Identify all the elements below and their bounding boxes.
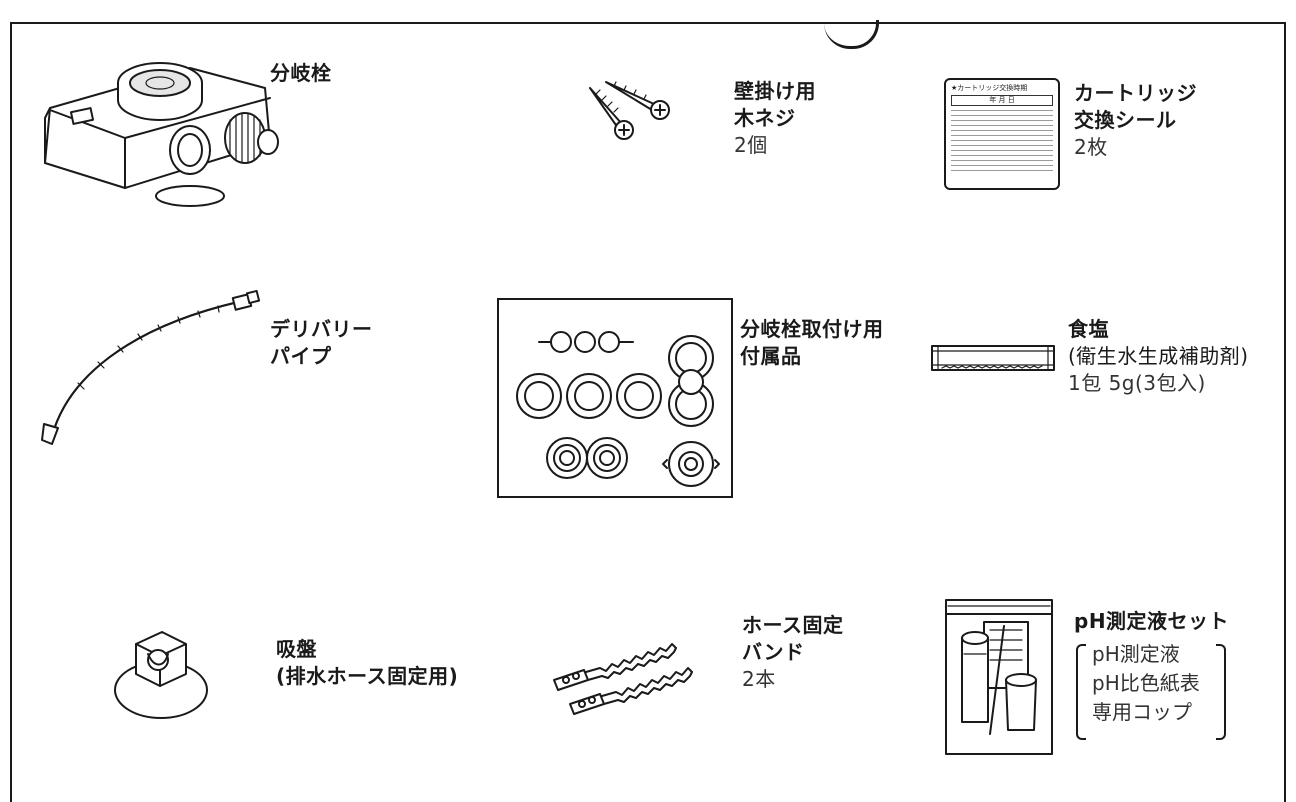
item-label-seal: カートリッジ 交換シール 2枚 (1074, 80, 1197, 161)
item-qty: 2個 (734, 133, 768, 157)
delivery-pipe-illustration (41, 289, 261, 445)
item-label-screw: 壁掛け用 木ネジ 2個 (734, 78, 816, 159)
item-name: 分岐栓 (270, 61, 332, 85)
item-label-ph: pH測定液セット (1074, 608, 1229, 635)
item-name: 壁掛け用 (734, 79, 816, 103)
item-qty: 2枚 (1074, 135, 1108, 159)
seal-line1: ★カートリッジ交換時期 (951, 84, 1028, 92)
ph-content-item: pH測定液 (1092, 642, 1180, 666)
item-sub: (排水ホース固定用) (276, 664, 459, 688)
item-sub: パイプ (270, 344, 332, 368)
mounting-parts-box (497, 298, 733, 498)
item-label-parts: 分岐栓取付け用 付属品 (740, 316, 884, 370)
item-sub: 付属品 (740, 344, 802, 368)
item-qty: 1包 5g(3包入) (1068, 371, 1206, 395)
seal-line2: 年 月 日 (951, 95, 1053, 106)
ph-bracket-right (1216, 644, 1226, 740)
item-sub: 木ネジ (734, 106, 796, 130)
wood-screws-illustration (589, 81, 670, 140)
item-label-pipe: デリバリー パイプ (270, 316, 373, 370)
item-name: 分岐栓取付け用 (740, 317, 884, 341)
ph-contents-list: pH測定液 pH比色紙表 専用コップ (1092, 640, 1200, 727)
item-label-bunki: 分岐栓 (270, 60, 332, 87)
item-sub: 交換シール (1074, 108, 1177, 132)
ph-set-illustration (945, 599, 1053, 755)
mounting-parts-drawings (516, 331, 720, 487)
item-name: デリバリー (270, 317, 373, 341)
accessories-frame (10, 20, 1286, 802)
item-label-band: ホース固定 バンド 2本 (742, 612, 844, 693)
item-name: 吸盤 (276, 637, 317, 661)
ph-content-item: pH比色紙表 (1092, 671, 1200, 695)
salt-packet-illustration (931, 345, 1055, 371)
hose-band-illustration (553, 643, 693, 715)
item-sub: (衛生水生成補助剤) (1068, 344, 1249, 368)
item-qty: 2本 (742, 667, 776, 691)
item-label-salt: 食塩 (衛生水生成補助剤) 1包 5g(3包入) (1068, 316, 1249, 397)
item-label-sucker: 吸盤 (排水ホース固定用) (276, 636, 458, 690)
faucet-adapter-illustration (44, 62, 279, 207)
item-name: pH測定液セット (1074, 609, 1230, 633)
title-glyph-fragment (824, 20, 879, 49)
item-name: 食塩 (1068, 317, 1109, 341)
item-name: ホース固定 (742, 613, 844, 637)
seal-fine-print (951, 110, 1053, 173)
ph-bracket-left (1076, 644, 1086, 740)
suction-cup-illustration (114, 631, 208, 719)
item-sub: バンド (742, 640, 805, 664)
item-name: カートリッジ (1074, 81, 1197, 105)
ph-content-item: 専用コップ (1092, 700, 1192, 724)
cartridge-seal-card: ★カートリッジ交換時期 年 月 日 (944, 78, 1060, 190)
